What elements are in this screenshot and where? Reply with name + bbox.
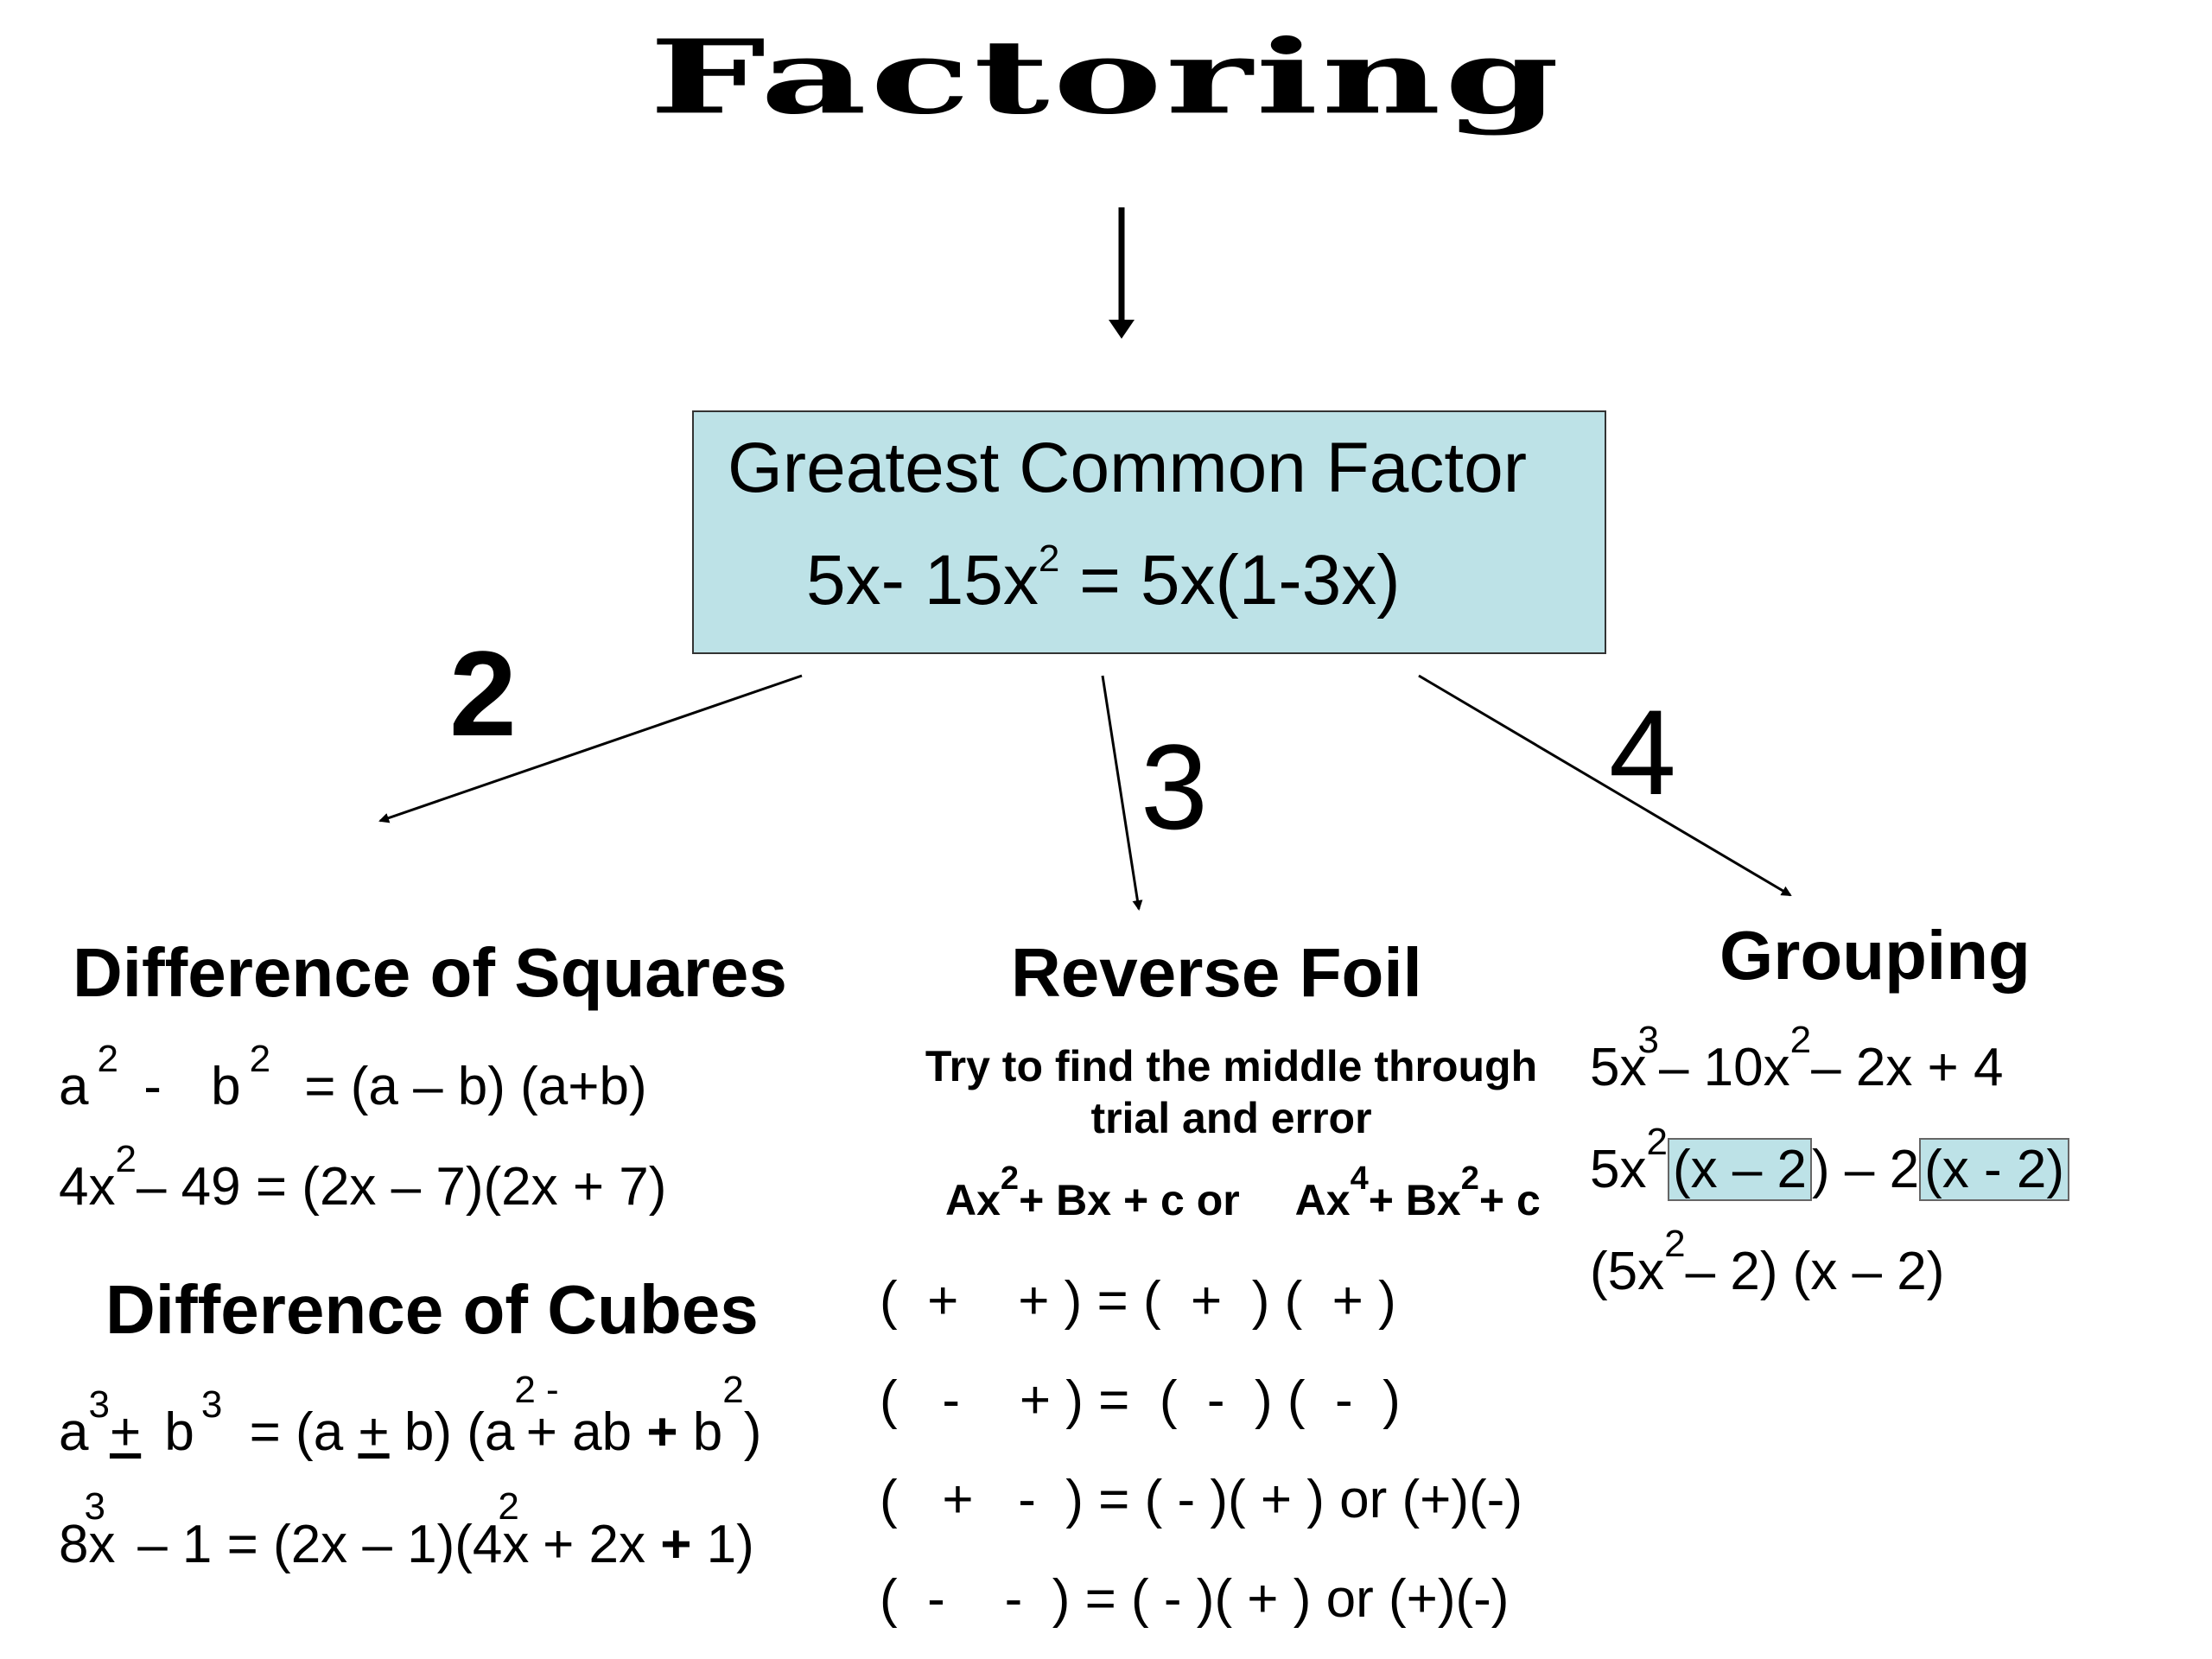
page-title: Factoring [649, 17, 1563, 137]
squares-b-exp: 2 [249, 1038, 271, 1080]
grouping-l1-b: – 10x [1658, 1038, 1790, 1097]
squares-minus: - [143, 1057, 162, 1116]
cubes-b-exp: 3 [200, 1383, 223, 1426]
cubes-example-exp: 3 [84, 1485, 105, 1528]
gcf-box [692, 410, 1606, 654]
grouping-line-1: 5x3– 10x2– 2x + 4 [1590, 1019, 2004, 1098]
foil-form2-c: + c [1478, 1176, 1541, 1224]
squares-b: b [211, 1057, 241, 1116]
cubes-b2-exp: 2 [722, 1369, 744, 1411]
gcf-example-right: = 5x(1-3x) [1059, 541, 1401, 620]
grouping-l1-c: – 2x + 4 [1811, 1038, 2004, 1097]
branch-number-3: 3 [1141, 719, 1208, 855]
gcf-example: 5x- 15x2 = 5x(1-3x) [806, 537, 1401, 621]
foil-form2-a: Ax [1294, 1176, 1351, 1224]
squares-example-rest: – 49 = (2x – 7)(2x + 7) [136, 1157, 667, 1217]
cubes-rest-3: + ab [525, 1402, 647, 1462]
grouping-l2-exp: 2 [1646, 1121, 1668, 1163]
foil-row-4: ( - - ) = ( - )( + ) or (+)(-) [880, 1569, 1510, 1629]
foil-subtitle-2: trial and error [1090, 1094, 1372, 1142]
cubes-a: a [59, 1402, 89, 1462]
cubes-plusminus-2: + [358, 1402, 390, 1462]
gcf-example-left: 5x- 15x [806, 541, 1039, 620]
squares-a-exp: 2 [97, 1038, 118, 1080]
cubes-a-exp: 3 [88, 1383, 110, 1426]
arrow-to-squares [378, 674, 803, 823]
grouping-l2-a: 5x [1590, 1140, 1647, 1199]
squares-example-exp: 2 [115, 1138, 137, 1180]
cubes-example-start: 8x [59, 1515, 116, 1574]
cubes-rest-2: b) (a [389, 1402, 515, 1462]
squares-rest: = (a – b) (a+b) [304, 1057, 647, 1116]
arrow-title-head [1109, 320, 1135, 339]
gcf-heading: Greatest Common Factor [728, 429, 1528, 507]
cubes-example-exp-2: 2 [498, 1485, 519, 1528]
gcf-example-exponent: 2 [1038, 537, 1060, 580]
grouping-line-3: (5x2– 2) (x – 2) [1590, 1223, 1945, 1302]
squares-formula-2: 4x2– 49 = (2x – 7)(2x + 7) [59, 1138, 667, 1217]
grouping-l3-b: – 2) (x – 2) [1685, 1242, 1945, 1301]
grouping-heading: Grouping [1719, 917, 2031, 994]
branch-number-4: 4 [1609, 684, 1676, 820]
grouping-l2-mid: ) – 2 [1812, 1140, 1920, 1199]
cubes-rest-1: = (a [249, 1402, 359, 1462]
arrow-to-grouping [1418, 674, 1792, 897]
foil-row-2: ( - + ) = ( - ) ( - ) [880, 1370, 1401, 1430]
cubes-heading: Difference of Cubes [105, 1271, 759, 1348]
foil-row-1: ( + + ) = ( + ) ( + ) [880, 1271, 1396, 1331]
cubes-b: b [164, 1402, 194, 1462]
cubes-a2-exp: 2 - [514, 1369, 559, 1411]
cubes-example-bold-plus: + [660, 1515, 692, 1574]
grouping-l1-exp1: 3 [1637, 1019, 1659, 1061]
grouping-line-2: 5x2(x – 2) – 2(x - 2) [1590, 1121, 2069, 1201]
foil-form2-exp: 4 [1350, 1160, 1369, 1197]
foil-form1-b: + Bx + c or [1019, 1176, 1240, 1224]
foil-heading: Reverse Foil [1011, 934, 1422, 1011]
foil-form2-exp2: 2 [1460, 1160, 1479, 1197]
grouping-l1-exp2: 2 [1789, 1019, 1812, 1061]
grouping-l3-exp: 2 [1664, 1223, 1686, 1265]
cubes-plusminus: + [109, 1402, 142, 1462]
foil-row-3: ( + - ) = ( - )( + ) or (+)(-) [880, 1470, 1522, 1529]
cubes-bold-plus: + [646, 1402, 678, 1462]
squares-heading: Difference of Squares [73, 934, 787, 1011]
foil-form1-a: Ax [945, 1176, 1001, 1224]
foil-forms: Ax2+ Bx + c or Ax4+ Bx2+ c [945, 1160, 1541, 1225]
cubes-rest-4: b [677, 1402, 723, 1462]
grouping-l3-a: (5x [1590, 1242, 1665, 1301]
squares-example-start: 4x [59, 1157, 116, 1217]
arrow-to-foil [1101, 675, 1143, 911]
squares-a: a [59, 1057, 89, 1116]
cubes-formula-2: 8x3 – 1 = (2x – 1)(4x2 + 2x + 1) [59, 1485, 754, 1575]
cubes-example-rest-2: + 2x [527, 1515, 661, 1574]
grouping-l2-box-1: (x – 2 [1667, 1138, 1813, 1201]
cubes-example-rest-3: 1) [691, 1515, 754, 1574]
grouping-l1-a: 5x [1590, 1038, 1647, 1097]
foil-form1-exp: 2 [1000, 1160, 1020, 1197]
grouping-l2-box-2: (x - 2) [1919, 1138, 2069, 1201]
branch-number-2: 2 [449, 626, 517, 761]
cubes-close: ) [743, 1402, 762, 1462]
foil-form2-b: + Bx [1368, 1176, 1461, 1224]
cubes-example-rest-1: – 1 = (2x – 1)(4x [122, 1515, 530, 1574]
foil-subtitle-1: Try to find the middle through [925, 1042, 1538, 1090]
